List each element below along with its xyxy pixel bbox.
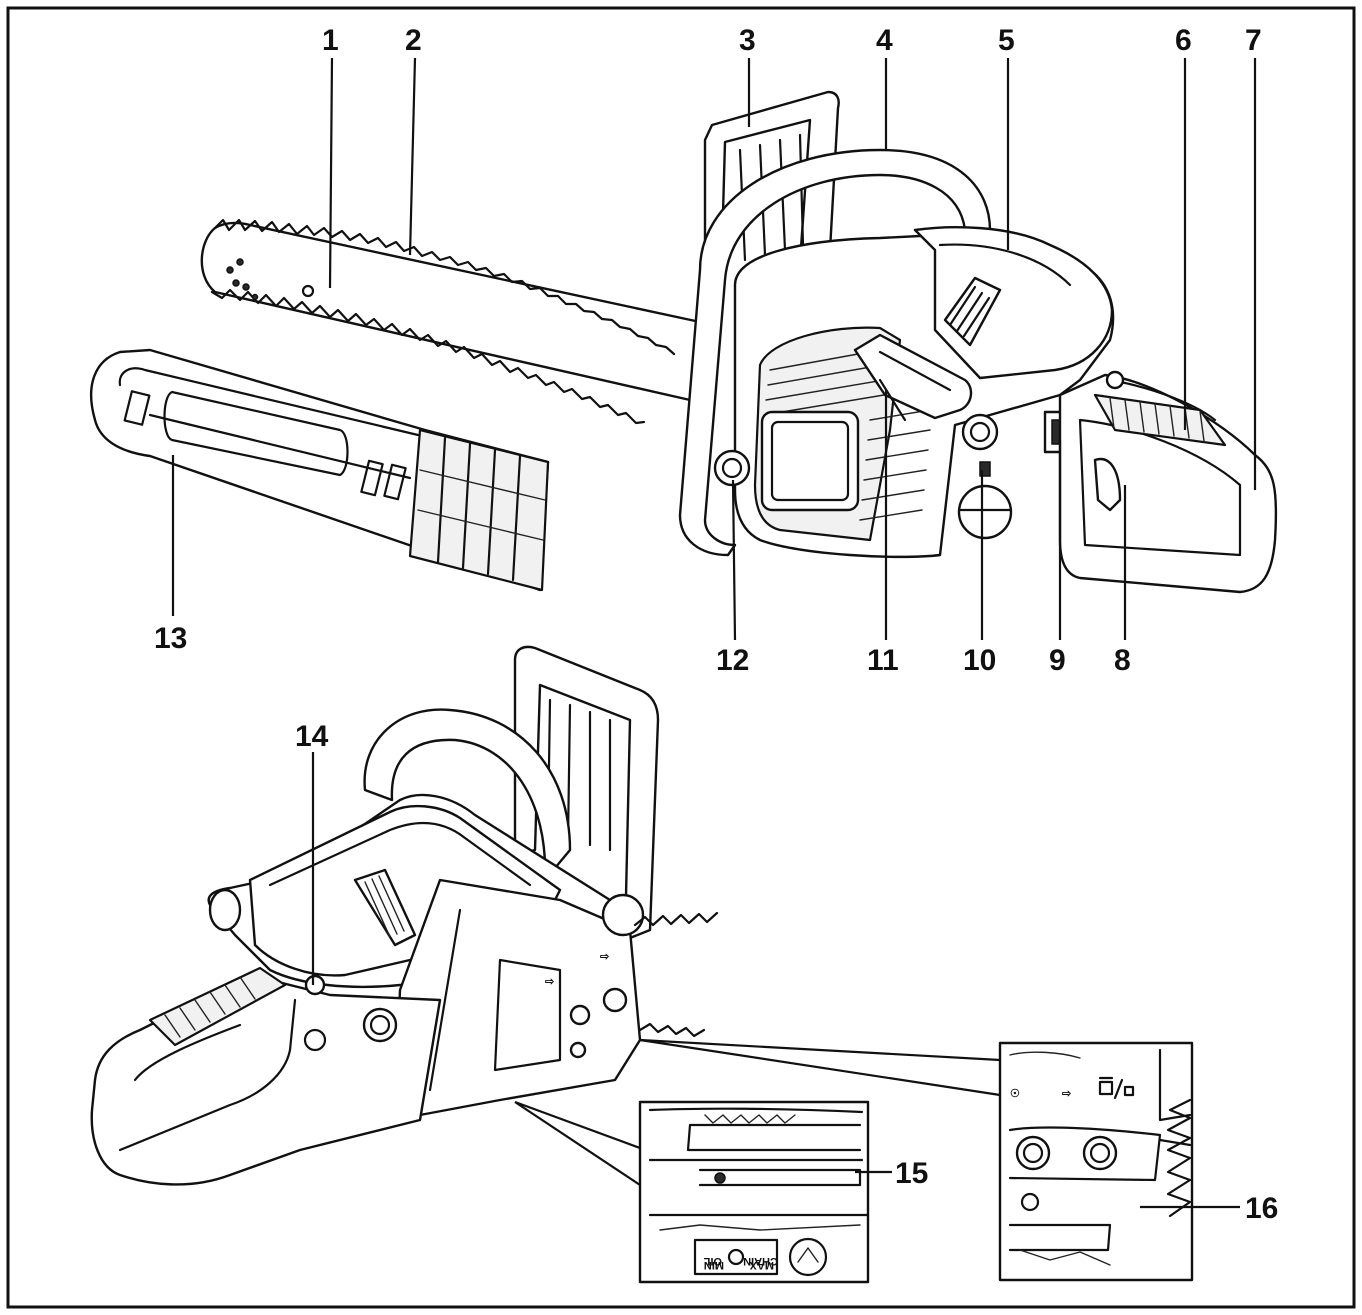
chainsaw-rear-view: ⇨ ⇨ — [90, 645, 1001, 1186]
callout-7: 7 — [1245, 24, 1262, 57]
callout-4: 4 — [876, 24, 893, 57]
callout-2: 2 — [405, 24, 422, 57]
chain-guard-scabbard — [90, 348, 550, 592]
oil-min-label: MIN — [704, 1259, 724, 1271]
callout-13: 13 — [154, 622, 187, 655]
svg-text:⇨: ⇨ — [545, 976, 555, 988]
chainsaw-side-view — [90, 57, 1278, 641]
callout-9: 9 — [1049, 644, 1066, 677]
inset-chain-tensioner: ☉ ⇨ — [998, 1041, 1240, 1282]
svg-text:⇨: ⇨ — [1062, 1088, 1072, 1100]
callout-labels: 1 2 3 4 5 6 7 8 9 10 11 12 13 14 15 16 — [154, 24, 1278, 1225]
callout-5: 5 — [998, 24, 1015, 57]
callout-15: 15 — [895, 1157, 928, 1190]
chain-word-label: CHAIN — [743, 1255, 778, 1267]
oil-max-label: MAX — [749, 1259, 774, 1271]
callout-3: 3 — [739, 24, 756, 57]
svg-text:⇨: ⇨ — [600, 951, 610, 963]
inset-oil-adjuster: MIN OIL MAX CHAIN — [638, 1100, 892, 1284]
callout-11: 11 — [867, 644, 899, 677]
leader-lines-top — [171, 57, 1257, 641]
grille-pattern — [763, 349, 931, 521]
diagram-border — [6, 6, 1356, 1309]
rear-handle — [1058, 370, 1278, 594]
callout-10: 10 — [963, 644, 996, 677]
callout-6: 6 — [1175, 24, 1192, 57]
callout-8: 8 — [1114, 644, 1131, 677]
callout-14: 14 — [295, 720, 329, 753]
callout-12: 12 — [716, 644, 749, 677]
front-handle-and-guard — [678, 90, 992, 557]
callout-16: 16 — [1245, 1192, 1278, 1225]
svg-text:☉: ☉ — [1010, 1088, 1020, 1100]
callout-1: 1 — [322, 24, 339, 57]
engine-housing — [713, 226, 1115, 559]
guide-bar — [200, 218, 702, 425]
oil-word-label: OIL — [703, 1255, 722, 1267]
